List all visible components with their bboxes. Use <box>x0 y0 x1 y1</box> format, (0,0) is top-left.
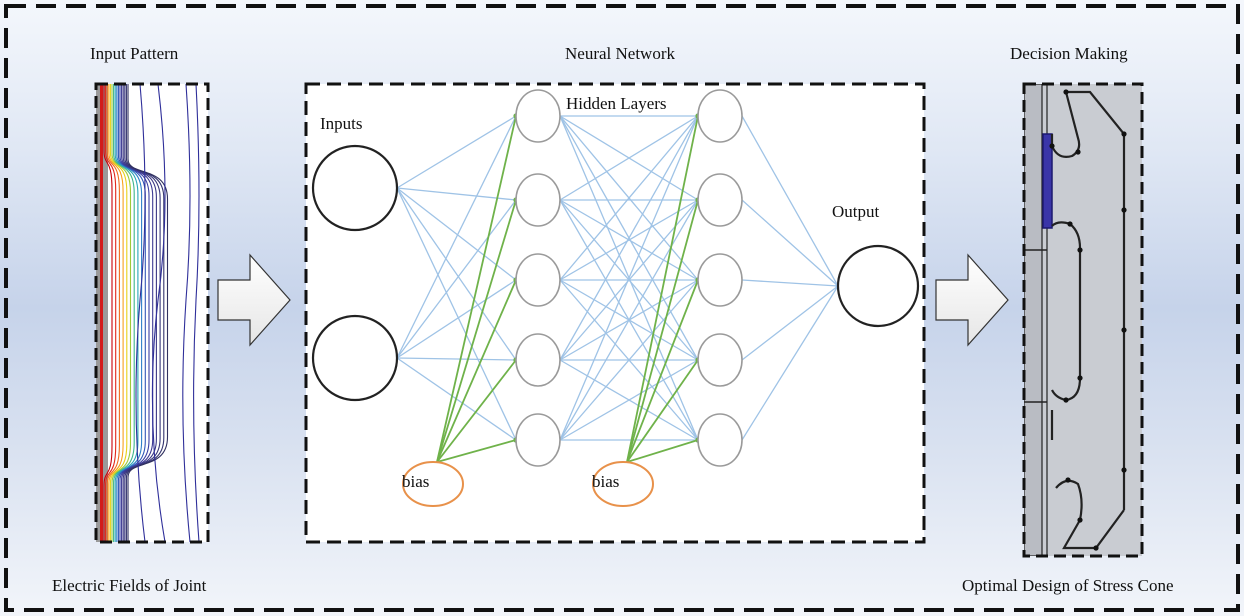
inputs-label: Inputs <box>320 114 363 133</box>
edge-h1n5-h2n3 <box>559 279 699 441</box>
edge-bias2-h2n1 <box>626 115 699 463</box>
edge-h2n2-output <box>741 199 839 287</box>
edge-input2-h1n1 <box>396 115 517 359</box>
field-line-9 <box>116 84 143 542</box>
edge-bias1-h1n2 <box>436 199 517 463</box>
edge-input1-h1n1 <box>396 115 517 189</box>
network-connections <box>396 113 841 463</box>
edge-input2-h1n4 <box>396 357 517 361</box>
field-line-6 <box>111 84 132 542</box>
edge-h1n5-h2n2 <box>559 199 699 441</box>
hidden2-node-5 <box>697 413 743 467</box>
hidden1-node-1 <box>515 89 561 143</box>
right-panel-border <box>1022 82 1144 558</box>
hidden1-node-4 <box>515 333 561 387</box>
hidden2-node-2 <box>697 173 743 227</box>
edge-input1-h1n5 <box>396 187 517 441</box>
hidden2-node-4 <box>697 333 743 387</box>
edge-h2n5-output <box>741 285 839 441</box>
right-panel-title: Decision Making <box>1010 44 1128 63</box>
output-node <box>836 244 920 328</box>
edge-h1n3-h2n2 <box>559 199 699 281</box>
edge-input2-h1n3 <box>396 279 517 359</box>
edge-bias1-h1n3 <box>436 279 517 463</box>
field-line-1 <box>103 84 113 542</box>
field-line-3 <box>106 84 120 542</box>
edge-bias2-h2n4 <box>626 359 699 463</box>
edge-h1n2-h2n1 <box>559 115 699 201</box>
outer-field-line-3 <box>182 84 191 542</box>
edge-bias1-h1n4 <box>436 359 517 463</box>
network-nodes <box>311 89 920 507</box>
hidden2-node-3 <box>697 253 743 307</box>
outer-field-line-4 <box>193 84 200 542</box>
arrow-right-1 <box>217 253 291 347</box>
field-line-2 <box>105 84 117 542</box>
bias-label-1: bias <box>402 472 430 491</box>
outer-field-line-2 <box>151 84 166 542</box>
bias-node-2 <box>592 461 654 507</box>
edge-h1n4-h2n1 <box>559 115 699 361</box>
edge-h1n3-h2n1 <box>559 115 699 281</box>
field-line-8 <box>114 84 139 542</box>
right-panel-caption: Optimal Design of Stress Cone <box>962 576 1174 595</box>
electrode-highlight <box>1042 133 1053 229</box>
left-panel-border <box>94 82 210 544</box>
edge-bias2-h2n5 <box>626 439 699 463</box>
edge-input1-h1n2 <box>396 187 517 201</box>
outer-field-line-1 <box>135 84 146 542</box>
outer-dashed-border <box>4 4 1240 612</box>
hidden1-node-2 <box>515 173 561 227</box>
edge-bias1-h1n1 <box>436 115 517 463</box>
hidden2-node-1 <box>697 89 743 143</box>
electric-field-plot <box>94 82 210 544</box>
edge-bias2-h2n2 <box>626 199 699 463</box>
edge-h2n1-output <box>741 115 839 287</box>
field-line-16 <box>127 84 169 542</box>
center-panel-title: Neural Network <box>565 44 675 63</box>
field-line-11 <box>119 84 150 542</box>
edge-bias1-h1n5 <box>436 439 517 463</box>
left-panel-title: Input Pattern <box>90 44 179 63</box>
edge-h2n4-output <box>741 285 839 361</box>
field-line-7 <box>113 84 135 542</box>
edge-h2n3-output <box>741 279 839 287</box>
input-node-2 <box>311 314 399 402</box>
field-line-5 <box>109 84 128 542</box>
field-line-10 <box>117 84 146 542</box>
input-node-1 <box>311 144 399 232</box>
bias-label-2: bias <box>592 472 620 491</box>
bias-node-1 <box>402 461 464 507</box>
network-panel-border <box>304 82 926 544</box>
output-label: Output <box>832 202 880 221</box>
left-panel-caption: Electric Fields of Joint <box>52 576 207 595</box>
edge-input1-h1n4 <box>396 187 517 361</box>
stress-cone-design <box>1022 82 1144 558</box>
hidden1-node-5 <box>515 413 561 467</box>
edge-bias2-h2n3 <box>626 279 699 463</box>
conductor-surface <box>100 84 103 542</box>
arrow-right-2 <box>935 253 1009 347</box>
edge-h1n5-h2n4 <box>559 359 699 441</box>
edge-h1n5-h2n1 <box>559 115 699 441</box>
edge-input2-h1n2 <box>396 199 517 359</box>
hidden-layers-label: Hidden Layers <box>566 94 667 113</box>
field-line-4 <box>108 84 124 542</box>
hidden1-node-3 <box>515 253 561 307</box>
